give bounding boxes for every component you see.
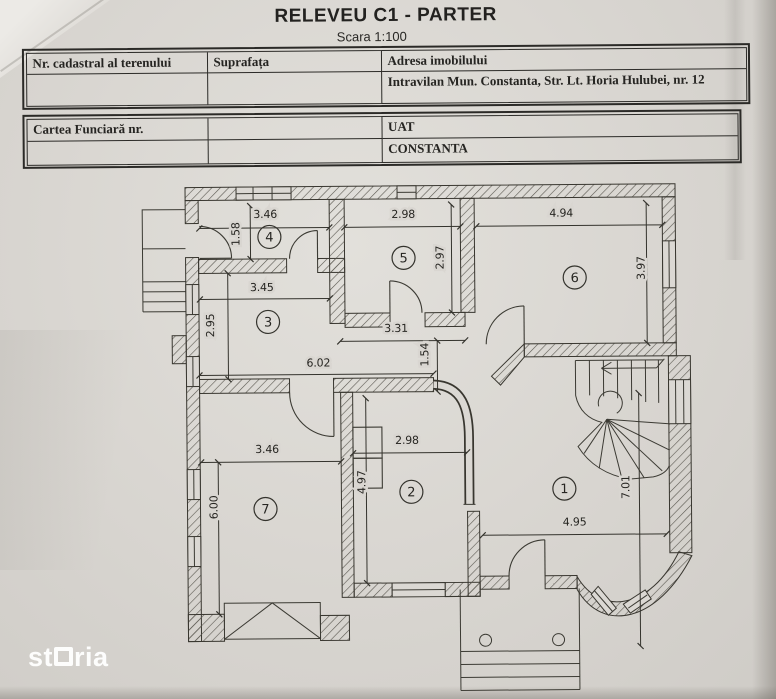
storia-logo-square	[54, 647, 74, 666]
paper-crease	[724, 0, 746, 260]
window-left-3	[186, 468, 201, 501]
porch-column	[479, 633, 493, 647]
dimension-label-room7-height: 6.00	[207, 495, 220, 519]
room-number-2: 2	[407, 485, 415, 500]
paper-shadow	[0, 330, 190, 570]
room-circle-5	[391, 245, 416, 270]
window-room2-bottom	[391, 582, 446, 598]
window-top-small	[396, 185, 417, 200]
dimension-label-room5-width: 2.98	[391, 208, 415, 221]
window-left-2	[185, 355, 201, 388]
dimension-labels: 3.46 1.58 3.45 2.95 2.98 2.97 4.94 3.97 3.31 1.54…	[201, 204, 650, 531]
garage-door	[223, 602, 322, 640]
room-circle-6	[562, 265, 587, 290]
dimension-label-room2-width: 2.98	[395, 434, 419, 447]
room-number-6: 6	[571, 271, 579, 286]
room-number-4: 4	[265, 230, 273, 245]
dimension-label-room4-height: 1.58	[229, 222, 242, 246]
stair-direction-arrow	[601, 358, 665, 375]
dimension-label-hall-length: 3.31	[384, 322, 408, 335]
dimension-label-room2-height: 4.97	[355, 470, 368, 494]
room-circle-7	[253, 496, 278, 522]
dimension-label-hall-width: 1.54	[418, 343, 431, 367]
watermark-suffix: ria	[74, 642, 109, 672]
window-right-2	[668, 379, 692, 425]
dimension-label-room4-width: 3.46	[253, 208, 277, 221]
dimension-label-room5-height: 2.97	[433, 245, 446, 269]
window-top-large	[235, 186, 292, 201]
dimension-label-room7-width: 3.46	[255, 443, 279, 456]
room-number-7: 7	[261, 502, 269, 517]
windows-layer	[185, 185, 692, 616]
dimension-label-room3-width: 3.45	[250, 281, 274, 294]
dimension-label-room6-height: 3.97	[635, 256, 648, 280]
entry-porch	[459, 588, 581, 691]
door-room5	[389, 280, 423, 313]
room-number-5: 5	[399, 251, 407, 266]
room-number-1: 1	[560, 482, 568, 497]
window-left-1	[185, 283, 200, 316]
window-left-4	[187, 535, 202, 568]
curved-partition	[433, 379, 476, 505]
dimension-label-room3-height: 2.95	[204, 313, 217, 337]
side-landing-steps	[141, 209, 186, 313]
staircase	[574, 358, 670, 480]
door-room7	[289, 392, 335, 437]
watermark-prefix: st	[28, 642, 54, 672]
door-room6	[485, 305, 525, 345]
room-number-3: 3	[264, 315, 272, 330]
window-bay-1	[590, 585, 618, 616]
door-room4-interior	[289, 230, 319, 259]
porch-column	[552, 633, 566, 647]
room-labels: 1 2 3 4 5 6 7	[253, 224, 587, 522]
page-edge-shadow-right	[752, 0, 776, 699]
room-circle-4	[257, 224, 282, 250]
doors-layer	[199, 225, 546, 577]
room-circle-2	[399, 479, 424, 504]
dimension-label-room6-width: 4.94	[549, 207, 573, 220]
window-right-1	[661, 240, 677, 289]
page-edge-shadow-bottom	[0, 686, 776, 699]
walls-layer	[171, 183, 693, 643]
dimension-label-room1-height: 7.01	[619, 475, 632, 499]
room-circle-1	[552, 476, 577, 501]
dimension-label-corridor-length: 6.02	[306, 356, 330, 369]
door-room4-exterior	[199, 225, 233, 260]
dimension-label-room1-width: 4.95	[563, 515, 587, 528]
room-circle-3	[255, 309, 281, 335]
door-entrance	[508, 539, 546, 577]
dimension-lines	[195, 199, 671, 650]
